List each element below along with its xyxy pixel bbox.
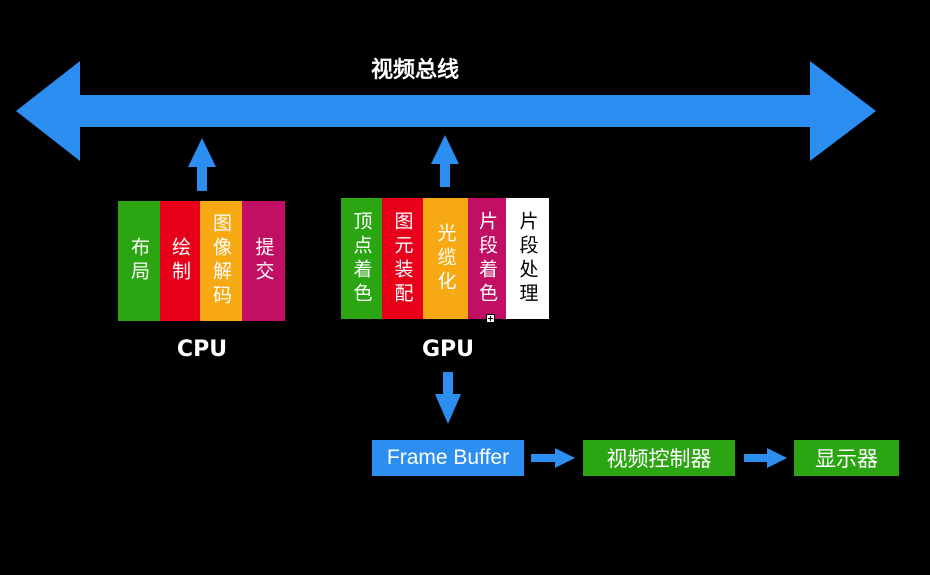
- gpu-stage-primitive-assembly: 图元装配: [382, 198, 423, 319]
- frame-buffer-box: Frame Buffer: [372, 440, 524, 476]
- gpu-up-arrow: [431, 135, 459, 187]
- display-box: 显示器: [794, 440, 899, 476]
- controller-to-display-arrow: [744, 448, 787, 468]
- cpu-stage-commit-label: 提交: [252, 237, 275, 285]
- video-controller-box: 视频控制器: [583, 440, 735, 476]
- gpu-stage-rasterization-label: 光缆化: [434, 222, 457, 295]
- gpu-stage-rasterization: 光缆化: [423, 198, 468, 319]
- cpu-stage-layout: 布局: [118, 201, 160, 321]
- gpu-stage-primitive-assembly-label: 图元装配: [391, 210, 414, 307]
- cpu-stages: 布局 绘制 图像解码 提交: [118, 201, 285, 321]
- plus-icon: [486, 314, 495, 323]
- gpu-stage-fragment-processing-label: 片段处理: [516, 210, 539, 307]
- gpu-down-arrow: [435, 372, 461, 424]
- video-controller-label: 视频控制器: [606, 448, 712, 471]
- cpu-stage-commit: 提交: [242, 201, 285, 321]
- gpu-stage-fragment-shading-label: 片段着色: [476, 210, 498, 307]
- gpu-stage-fragment-processing: 片段处理: [506, 198, 549, 319]
- cpu-stage-draw-label: 绘制: [169, 237, 191, 285]
- cpu-stage-image-decode-label: 图像解码: [210, 213, 232, 309]
- display-label: 显示器: [815, 448, 878, 471]
- cpu-up-arrow: [188, 138, 216, 191]
- video-bus-arrow: [16, 61, 876, 161]
- gpu-stage-fragment-shading: 片段着色: [468, 198, 506, 319]
- gpu-stage-vertex-shading-label: 顶点着色: [350, 210, 373, 307]
- cpu-label: CPU: [176, 337, 228, 362]
- gpu-stages: 顶点着色 图元装配 光缆化 片段着色 片段处理: [341, 198, 549, 319]
- gpu-label: GPU: [421, 337, 475, 362]
- cpu-stage-image-decode: 图像解码: [200, 201, 242, 321]
- gpu-stage-vertex-shading: 顶点着色: [341, 198, 382, 319]
- cpu-stage-draw: 绘制: [160, 201, 200, 321]
- frame-buffer-label: Frame Buffer: [386, 446, 510, 469]
- cpu-stage-layout-label: 布局: [128, 237, 150, 285]
- video-bus-label: 视频总线: [370, 58, 459, 83]
- fb-to-controller-arrow: [531, 448, 575, 468]
